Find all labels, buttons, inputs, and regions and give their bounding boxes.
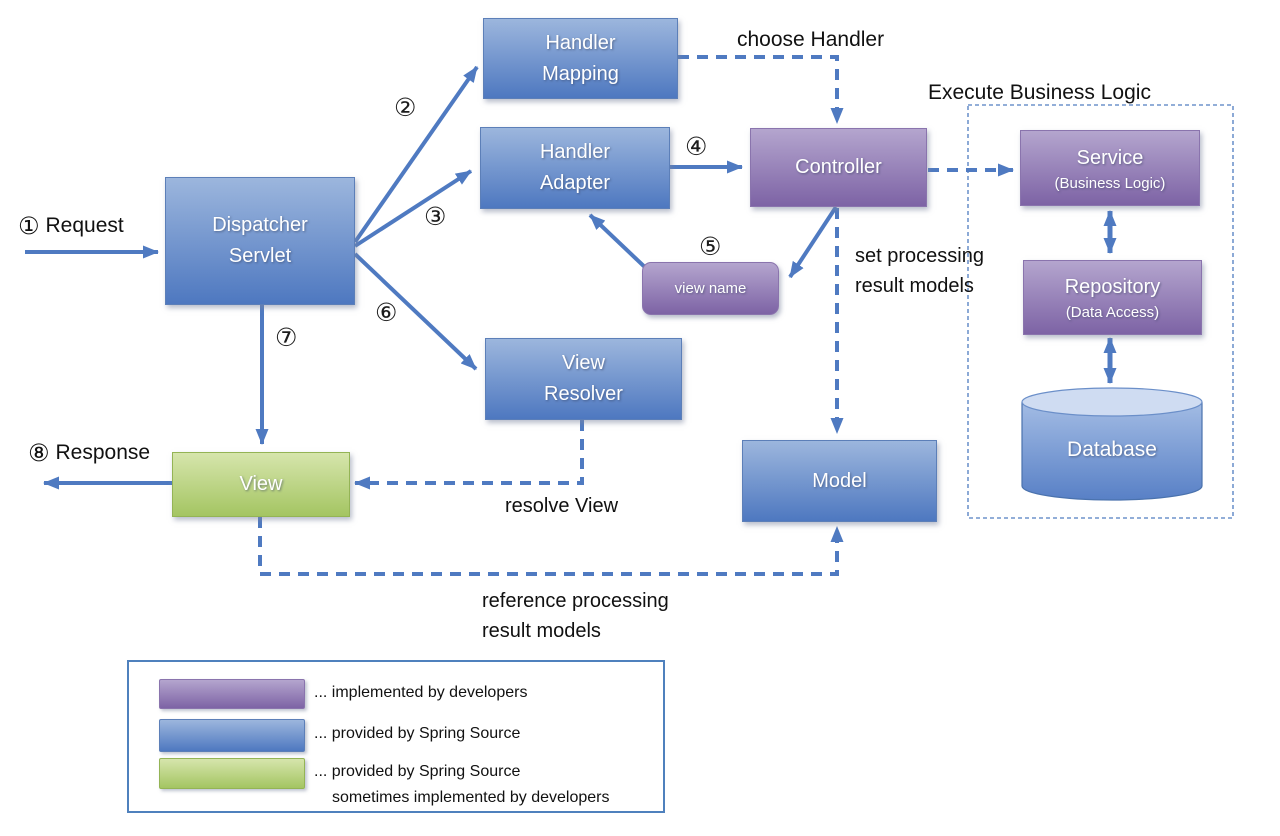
reference-line2: result models (482, 620, 601, 642)
reference-line1: reference processing (482, 590, 669, 612)
edge-controller-to-viewname (788, 205, 838, 279)
step-6-badge: ⑥ (375, 298, 398, 327)
step-8-badge: ⑧ (28, 439, 50, 467)
execute-business-logic-label: Execute Business Logic (928, 81, 1151, 104)
step-1-badge: ① (18, 212, 40, 240)
node-sublabel: (Data Access) (1065, 304, 1160, 321)
response-label: Response (55, 441, 151, 464)
legend-label-line2: sometimes implemented by developers (332, 789, 610, 806)
step-7-badge: ⑦ (275, 323, 298, 352)
set-processing-line2: result models (855, 275, 974, 297)
node-label: Model (812, 469, 867, 492)
set-processing-line1: set processing (855, 245, 984, 267)
reference-processing-label: reference processing result models (482, 586, 669, 646)
node-service: Service (Business Logic) (1020, 130, 1200, 206)
node-view-name: view name (642, 262, 779, 315)
node-database-label: Database (1067, 438, 1157, 461)
node-label: view name (674, 280, 747, 297)
legend-swatch-purple (159, 679, 305, 709)
legend-swatch-blue (159, 719, 305, 752)
node-label: Controller (795, 156, 882, 178)
node-label: Servlet (228, 245, 292, 267)
legend-label-developers: ... implemented by developers (314, 684, 528, 701)
node-label: Service (1076, 146, 1144, 169)
node-view: View (172, 452, 350, 517)
request-tag: ① Request (18, 214, 124, 238)
node-label: Dispatcher (212, 214, 308, 236)
step-3-badge: ③ (424, 202, 447, 231)
step-5-badge: ⑤ (699, 232, 722, 261)
node-model: Model (742, 440, 937, 522)
legend-label-spring: ... provided by Spring Source (314, 725, 521, 742)
resolve-view-label: resolve View (505, 495, 619, 517)
legend-label-spring-sometimes: ... provided by Spring Source sometimes … (314, 759, 609, 811)
node-label: Repository (1064, 276, 1161, 298)
edge-step6-dispatcher-to-view-resolver (353, 252, 478, 371)
step-4-badge: ④ (685, 132, 708, 161)
dashed-resolver-to-view (354, 420, 584, 490)
set-processing-label: set processing result models (855, 241, 984, 301)
node-label: Handler (539, 141, 611, 163)
dashed-choose-handler (678, 55, 844, 124)
node-label: Adapter (539, 172, 611, 194)
node-label: View (239, 473, 283, 495)
node-label: Resolver (544, 383, 623, 405)
node-label: Mapping (542, 62, 619, 85)
edge-step2-dispatcher-to-handler-mapping (353, 65, 479, 244)
dashed-view-to-model (258, 517, 844, 576)
node-label: View (562, 352, 605, 374)
node-sublabel: (Business Logic) (1054, 174, 1166, 192)
node-controller: Controller (750, 128, 927, 207)
edge-viewname-to-adapter (588, 213, 652, 274)
node-handler-adapter: Handler Adapter (480, 127, 670, 209)
node-handler-mapping: Handler Mapping (483, 18, 678, 99)
choose-handler-label: choose Handler (737, 28, 885, 51)
response-tag: ⑧ Response (28, 441, 150, 465)
edge-step3-dispatcher-to-handler-adapter (353, 169, 473, 248)
legend-swatch-green (159, 758, 305, 789)
request-label: Request (45, 214, 124, 237)
node-repository: Repository (Data Access) (1023, 260, 1202, 335)
node-view-resolver: View Resolver (485, 338, 682, 420)
legend: ... implemented by developers ... provid… (127, 660, 665, 813)
legend-label-line1: ... provided by Spring Source (314, 763, 521, 780)
step-2-badge: ② (394, 93, 417, 122)
node-label: Handler (545, 31, 616, 54)
node-dispatcher-servlet: Dispatcher Servlet (165, 177, 355, 305)
